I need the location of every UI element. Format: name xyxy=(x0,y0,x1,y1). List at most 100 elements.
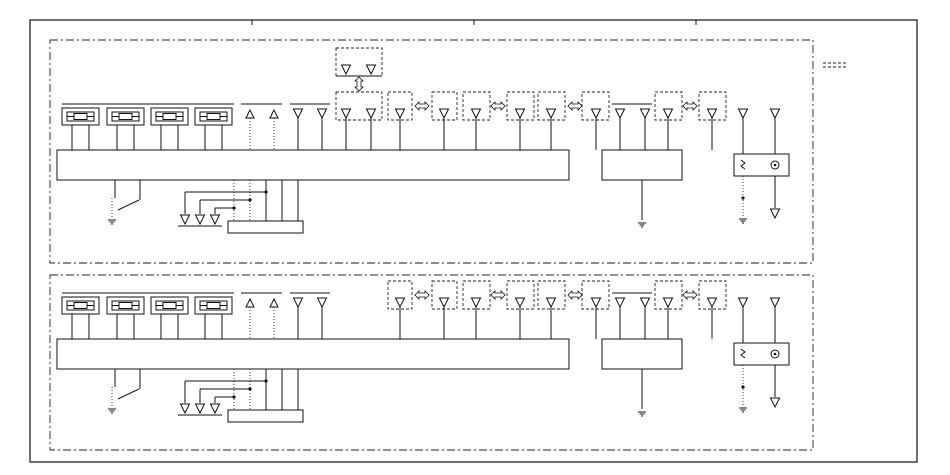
switch-group xyxy=(698,91,727,150)
aux-module xyxy=(601,338,683,370)
bidirectional-arrow-icon xyxy=(682,290,698,300)
switch-lever xyxy=(117,388,140,400)
down-connector-icon xyxy=(590,108,602,120)
down-connector-icon xyxy=(316,108,328,120)
down-connector-icon xyxy=(194,403,206,415)
coil-center xyxy=(773,352,777,356)
up-connector-icon xyxy=(269,297,279,308)
coil-icon xyxy=(770,349,780,359)
switch-group-box xyxy=(335,47,383,77)
down-connector-icon xyxy=(769,208,781,220)
switch-lever xyxy=(117,199,140,211)
switch-group xyxy=(387,280,413,339)
down-connector-icon xyxy=(438,108,450,120)
outer-border xyxy=(29,19,918,463)
switch-group-box xyxy=(462,91,491,121)
bidirectional-arrow-icon xyxy=(567,101,583,111)
down-connector-icon xyxy=(194,214,206,226)
vertical-arrow-icon xyxy=(354,76,364,92)
junction-dot xyxy=(264,190,268,194)
harness-connector xyxy=(227,220,304,234)
switch-group xyxy=(431,280,458,339)
down-connector-icon xyxy=(769,108,781,120)
ground-icon xyxy=(638,222,646,228)
switch-group-box xyxy=(462,280,491,310)
up-connector-icon xyxy=(245,108,255,119)
relay-box-outline xyxy=(733,342,790,366)
switch-group-box xyxy=(654,280,683,310)
down-connector-icon xyxy=(706,108,718,120)
down-connector-icon xyxy=(209,214,221,226)
switch-group-box xyxy=(698,91,727,121)
down-connector-icon xyxy=(514,297,526,309)
panel-boundary xyxy=(49,39,814,264)
switch-group xyxy=(581,91,610,150)
down-connector-icon xyxy=(316,297,328,309)
down-connector-icon xyxy=(209,403,221,415)
down-connector-icon xyxy=(340,64,352,76)
bidirectional-arrow-icon xyxy=(567,290,583,300)
switch-group xyxy=(698,280,727,339)
controller-bar xyxy=(56,149,570,181)
down-connector-icon xyxy=(179,214,191,226)
harness-connector xyxy=(227,409,304,423)
ground-icon xyxy=(739,218,747,224)
bidirectional-arrow-icon xyxy=(414,290,430,300)
bidirectional-arrow-icon xyxy=(414,101,430,111)
junction-dot xyxy=(741,196,745,200)
junction-dot xyxy=(232,395,236,399)
switch-group-box xyxy=(537,280,566,310)
junction-dot xyxy=(264,379,268,383)
down-connector-icon xyxy=(545,108,557,120)
down-connector-icon xyxy=(365,64,377,76)
switch-group-box xyxy=(506,280,535,310)
down-connector-icon xyxy=(662,108,674,120)
switch-group xyxy=(537,280,566,339)
relay-block xyxy=(194,296,233,339)
switch-group-box xyxy=(654,91,683,121)
ground-icon xyxy=(739,407,747,413)
down-connector-icon xyxy=(394,108,406,120)
down-connector-icon xyxy=(769,297,781,309)
junction-dot xyxy=(248,387,252,391)
switch-group xyxy=(506,280,535,339)
relay-coil xyxy=(206,302,221,309)
relay-box xyxy=(733,307,790,413)
relay-block xyxy=(106,296,145,339)
down-connector-icon xyxy=(614,297,626,309)
ground-icon xyxy=(108,408,116,414)
down-connector-icon xyxy=(340,108,352,120)
down-connector-icon xyxy=(614,108,626,120)
coil-icon xyxy=(770,160,780,170)
relay-box xyxy=(733,118,790,224)
switch-group xyxy=(462,280,491,339)
up-connector-icon xyxy=(269,108,279,119)
switch-group-box xyxy=(387,280,413,310)
down-connector-icon xyxy=(662,297,674,309)
down-connector-icon xyxy=(737,108,749,120)
relay-block xyxy=(194,107,233,150)
switch-group xyxy=(537,91,566,150)
down-connector-icon xyxy=(639,297,651,309)
down-connector-icon xyxy=(292,108,304,120)
down-connector-icon xyxy=(438,297,450,309)
relay-block xyxy=(150,107,189,150)
relay-block xyxy=(61,296,100,339)
stacked-switch-group xyxy=(335,47,383,92)
bidirectional-arrow-icon xyxy=(490,101,506,111)
ground-icon xyxy=(108,219,116,225)
switch-group-box xyxy=(698,280,727,310)
relay-block xyxy=(61,107,100,150)
switch-group xyxy=(506,91,535,150)
switch-group xyxy=(462,91,491,150)
relay-coil xyxy=(73,302,88,309)
junction-dot xyxy=(232,206,236,210)
junction-dot xyxy=(248,198,252,202)
down-connector-icon xyxy=(737,297,749,309)
aux-module xyxy=(601,149,683,181)
down-connector-icon xyxy=(706,297,718,309)
relay-coil xyxy=(118,302,133,309)
switch-group-box xyxy=(387,91,413,121)
